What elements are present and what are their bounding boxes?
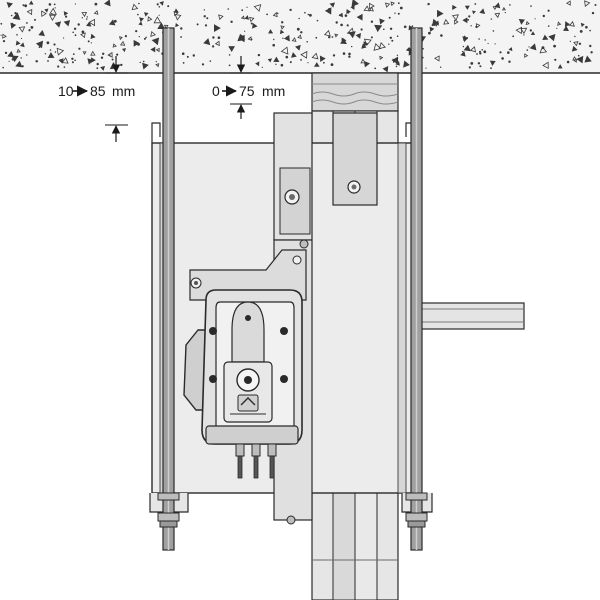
rail-gap-min: 0 [212, 83, 220, 99]
rail-gap-max: 75 [239, 83, 255, 99]
threaded-rod-right [410, 27, 423, 551]
rod-nut-left [157, 492, 180, 528]
side-rail-beam [409, 302, 525, 330]
ceiling-gap-min: 10 [58, 83, 74, 99]
rod-nut-right [405, 492, 428, 528]
door-motor-unit [183, 289, 303, 479]
dimension-rail-gap: 0 75 mm [212, 56, 285, 119]
rail-gap-unit: mm [262, 83, 285, 99]
dimension-ceiling-gap: 10 85 mm [58, 56, 135, 142]
ceiling-gap-max: 85 [90, 83, 106, 99]
ceiling-gap-unit: mm [112, 83, 135, 99]
arrow-up-icon [240, 397, 256, 406]
ceiling-slab [0, 0, 600, 74]
threaded-rod-left [162, 27, 175, 551]
concrete-texture [0, 0, 597, 73]
cable-glands [235, 443, 277, 479]
motor-bracket [189, 249, 307, 301]
